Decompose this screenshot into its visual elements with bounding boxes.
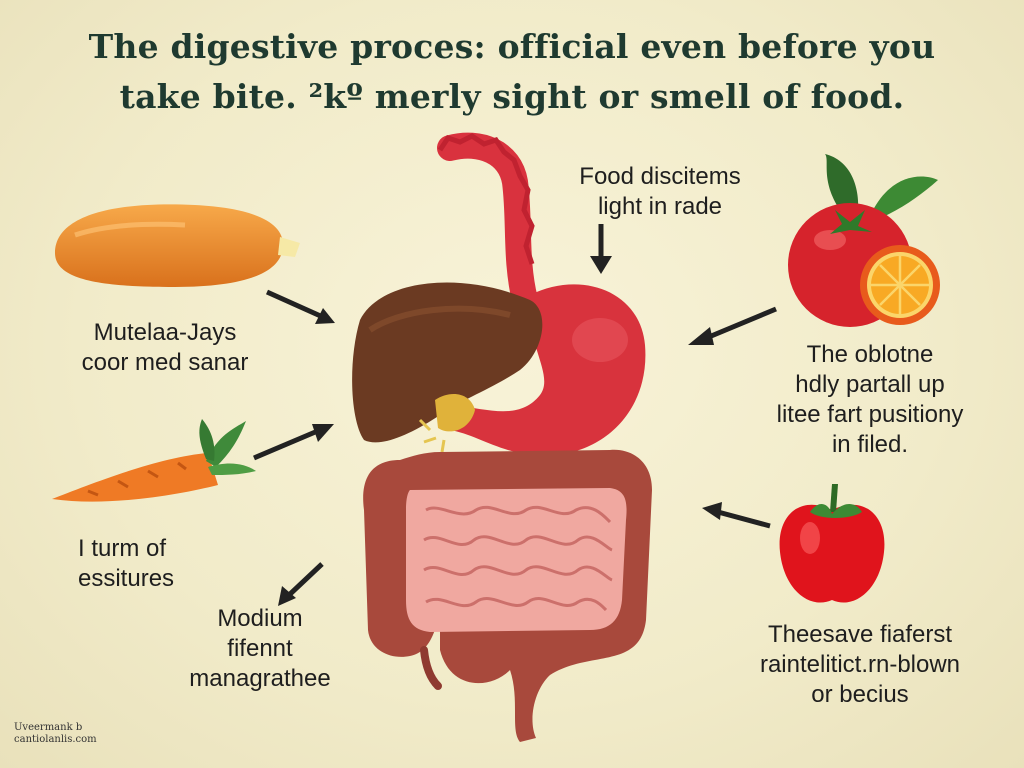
liver-shape <box>352 282 543 443</box>
arrow-icon-right-top <box>688 306 777 345</box>
title-line-1: The digestive proces: official even befo… <box>88 27 936 66</box>
arrow-icon-left-bottom <box>278 562 324 606</box>
title-line-2: take bite. ²kº merly sight or smell of f… <box>119 77 905 116</box>
sweet-potato-icon <box>55 204 300 287</box>
arrow-icon-left-mid <box>253 424 334 461</box>
credit-watermark: Uveermank b cantiolanlis.com <box>14 722 97 745</box>
carrot-icon <box>52 419 256 502</box>
small-intestine-shape <box>406 488 627 632</box>
digestive-system-diagram <box>352 132 652 742</box>
apple-icon <box>779 484 885 603</box>
label-left-mid: I turm of essitures <box>78 535 175 592</box>
arrow-icon-right-bottom <box>702 502 771 529</box>
label-center-top: Food discitems light in rade <box>579 163 741 220</box>
arrow-icon-center-top <box>590 224 612 274</box>
label-left-top: Mutelaa-Jays coor med sanar <box>81 319 249 376</box>
esophagus-shape <box>437 132 538 313</box>
label-right-top: The oblotne hdly partall up litee fart p… <box>776 341 964 458</box>
label-right-bottom: Theesave fiaferst raintelitict.rn-blown … <box>759 621 961 708</box>
arrow-icon-left-top <box>265 289 335 324</box>
orange-slice-icon <box>860 245 940 325</box>
page-title: The digestive proces: official even befo… <box>40 22 984 122</box>
label-left-bottom: Modium fifennt managrathee <box>189 605 331 692</box>
